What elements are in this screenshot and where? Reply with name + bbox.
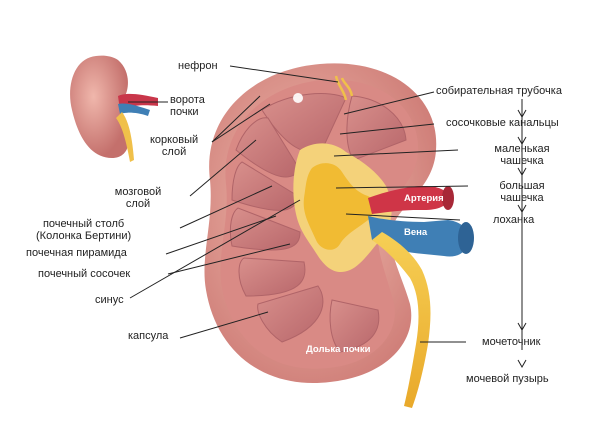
- label-renal-papilla: почечный сосочек: [38, 268, 131, 280]
- label-ureter: мочеточник: [482, 336, 541, 348]
- leader-lines: [128, 65, 523, 350]
- renal-artery: [368, 186, 448, 214]
- label-sinus: синус: [95, 294, 124, 306]
- label-renal-pyramid: почечная пирамида: [26, 247, 127, 259]
- label-renal-column: почечный столб (Колонка Бертини): [36, 218, 132, 242]
- label-lobe: Долька почки: [306, 344, 371, 355]
- label-medulla: мозговой слой: [114, 186, 162, 210]
- flow-arrows: [517, 109, 527, 369]
- label-major-calyx: большая чашечка: [499, 180, 545, 204]
- label-collecting-duct: собирательная трубочка: [436, 85, 562, 97]
- ureter-shape: [372, 232, 431, 408]
- label-artery: Артерия: [404, 193, 444, 204]
- label-minor-calyx: маленькая чашечка: [494, 143, 550, 167]
- label-pelvis: лоханка: [493, 214, 535, 226]
- renal-pyramids: [229, 93, 407, 353]
- label-papillary-ducts: сосочковые канальцы: [446, 117, 559, 129]
- label-bladder: мочевой пузырь: [466, 373, 549, 385]
- label-hilum: ворота почки: [170, 94, 205, 118]
- small-kidney-illustration: [70, 55, 158, 162]
- label-nephron: нефрон: [178, 60, 218, 72]
- label-vein: Вена: [404, 227, 428, 238]
- label-capsule: капсула: [128, 330, 169, 342]
- label-cortex: корковый слой: [150, 134, 199, 158]
- kidney-cross-section: [204, 63, 474, 408]
